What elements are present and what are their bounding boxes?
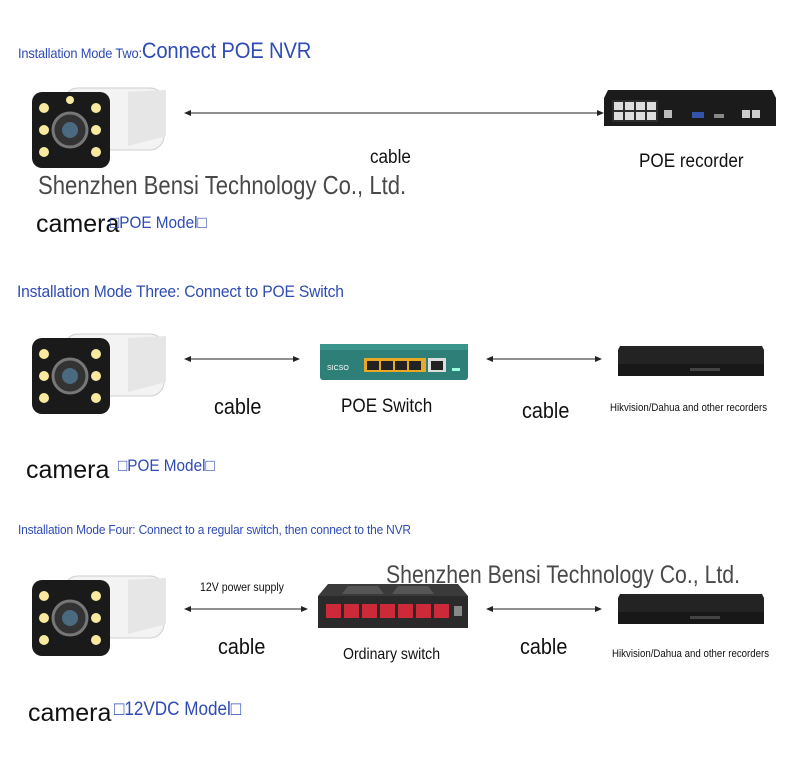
mode-three-cable-right-label: cable — [522, 398, 570, 423]
mode-four-cable-right-label: cable — [520, 634, 568, 659]
mode-four-title: Installation Mode Four: Connect to a reg… — [18, 522, 411, 537]
mode-three-recorder-label: Hikvision/Dahua and other recorders — [610, 402, 768, 414]
camera-image — [32, 333, 166, 414]
watermark-top: Shenzhen Bensi Technology Co., Ltd. — [38, 170, 407, 200]
ordinary-switch-image — [318, 584, 468, 628]
cable-arrow — [184, 356, 300, 362]
camera-image — [32, 575, 166, 656]
cable-arrow — [486, 356, 602, 362]
mode-three-switch-label: POE Switch — [341, 396, 433, 417]
mode-two-cable-label: cable — [370, 147, 411, 168]
mode-three-camera-label: camera — [26, 456, 110, 484]
poe-switch-image: SICSO — [320, 344, 468, 380]
mode-two-camera-model: □POE Model□ — [110, 213, 207, 232]
cable-arrow — [184, 110, 604, 116]
mode-two-title-main: Connect POE NVR — [141, 38, 312, 63]
mode-three-cable-left-label: cable — [214, 394, 262, 419]
mode-four-cable-left-label: cable — [218, 634, 266, 659]
mode-three-camera-model: □POE Model□ — [118, 456, 215, 475]
poe-recorder-image — [604, 90, 776, 126]
mode-two-recorder-label: POE recorder — [639, 151, 744, 172]
camera-image — [32, 87, 166, 168]
cable-arrow — [184, 606, 308, 612]
switch-brand-text: SICSO — [327, 365, 349, 372]
cable-arrow — [486, 606, 602, 612]
mode-three-title: Installation Mode Three: Connect to POE … — [17, 282, 344, 301]
nvr-recorder-image — [618, 346, 764, 376]
mode-two-title: Installation Mode Two:Connect POE NVR — [18, 38, 311, 64]
mode-four-power-label: 12V power supply — [200, 580, 284, 594]
mode-two-title-prefix: Installation Mode Two: — [18, 45, 142, 61]
mode-four-camera-model: □12VDC Model□ — [114, 699, 242, 720]
mode-four-switch-label: Ordinary switch — [343, 646, 441, 663]
mode-two-camera-label: camera — [36, 210, 120, 238]
mode-four-camera-label: camera — [28, 699, 112, 727]
mode-four-recorder-label: Hikvision/Dahua and other recorders — [612, 648, 770, 660]
nvr-recorder-image — [618, 594, 764, 624]
